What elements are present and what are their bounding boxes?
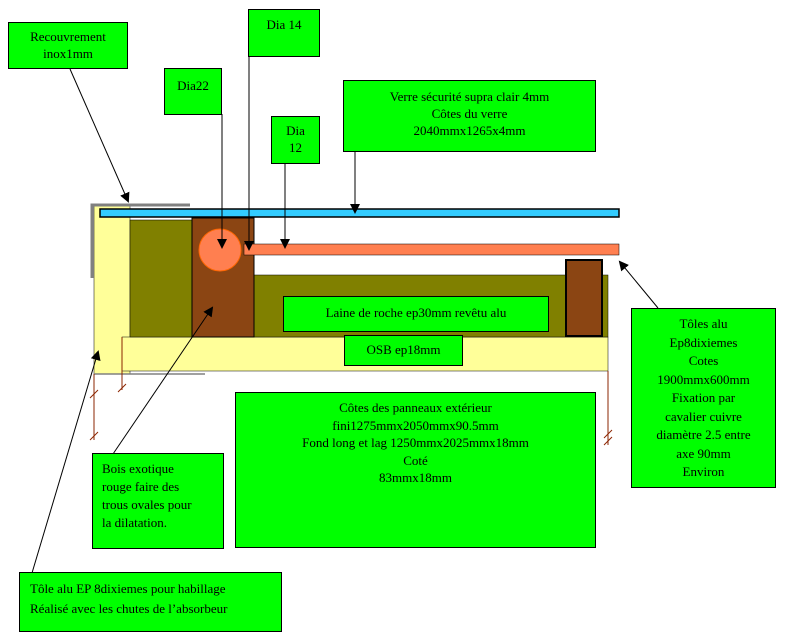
tick-right-2 bbox=[603, 429, 613, 439]
stainless-cover bbox=[90, 203, 190, 278]
label-dia12: Dia 12 bbox=[271, 116, 320, 164]
label-verre: Verre sécurité supra clair 4mm Côtes du … bbox=[343, 80, 596, 152]
arrow-bois bbox=[112, 306, 214, 455]
olive-block-left bbox=[129, 219, 193, 338]
label-cotes-panneaux: Côtes des panneaux extérieur fini1275mmx… bbox=[235, 392, 596, 548]
arrow-toles bbox=[618, 260, 659, 309]
absorber-tube bbox=[243, 243, 620, 256]
manifold-pipe bbox=[198, 228, 242, 272]
label-dia22: Dia22 bbox=[164, 68, 222, 115]
tick-far-left-1 bbox=[89, 389, 99, 399]
wood-block-right bbox=[565, 259, 603, 337]
arrow-recouvrement bbox=[69, 68, 130, 203]
tick-far-left-2 bbox=[89, 431, 99, 441]
label-osb: OSB ep18mm bbox=[344, 335, 463, 366]
tick-right-1 bbox=[603, 436, 613, 446]
label-laine: Laine de roche ep30mm revêtu alu bbox=[283, 296, 549, 332]
label-tole-habillage: Tôle alu EP 8dixiemes pour habillage Réa… bbox=[19, 572, 282, 632]
label-dia14: Dia 14 bbox=[248, 9, 320, 57]
glass-pane bbox=[99, 208, 620, 218]
label-bois: Bois exotique rouge faire des trous oval… bbox=[92, 453, 224, 549]
tick-left bbox=[117, 383, 127, 393]
label-toles: Tôles alu Ep8dixiemes Cotes 1900mmx600mm… bbox=[631, 308, 776, 488]
label-recouvrement: Recouvrement inox1mm bbox=[8, 22, 128, 69]
arrow-tole-habillage bbox=[31, 350, 101, 574]
